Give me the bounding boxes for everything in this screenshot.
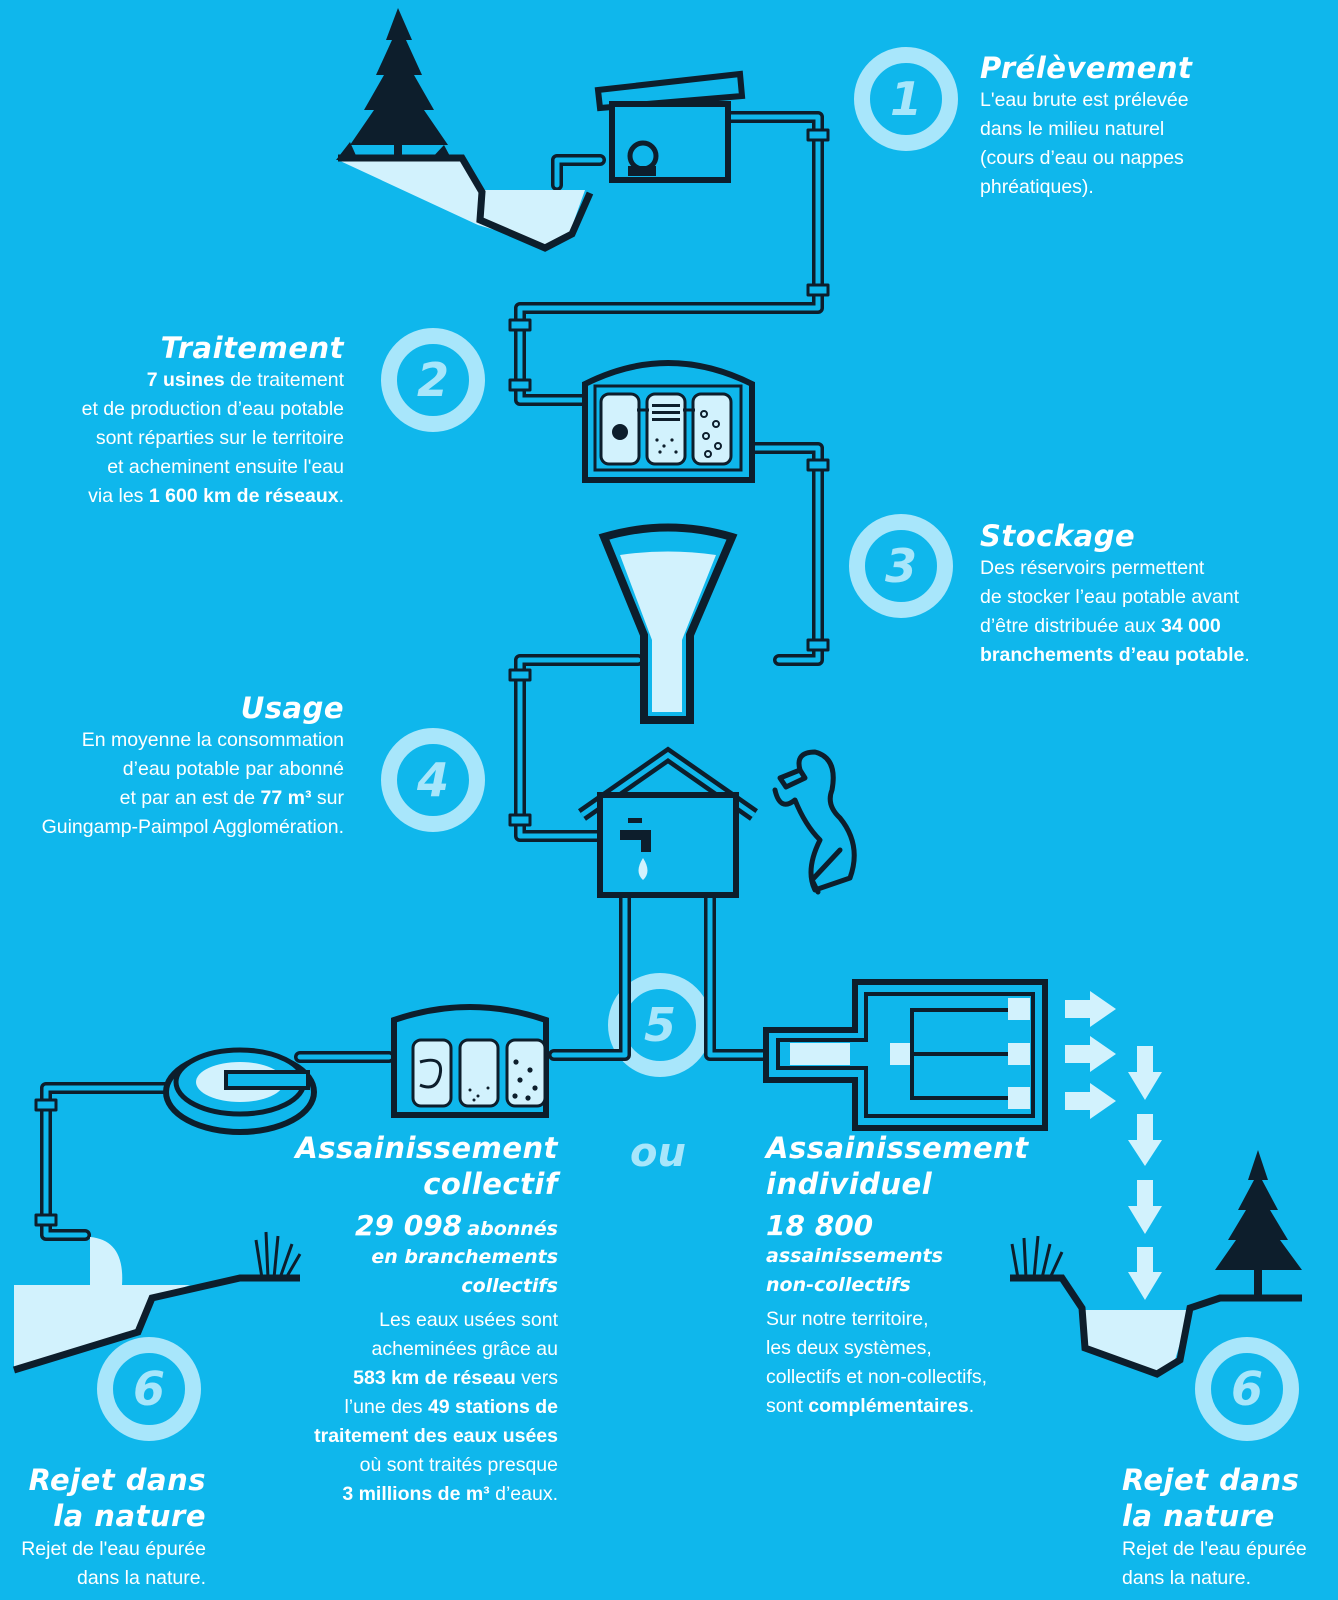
- step-6-left-circle: 6: [97, 1337, 201, 1441]
- collective-stat: 29 098 abonnés: [355, 1208, 558, 1242]
- step-6-right-title: la nature: [1122, 1499, 1275, 1534]
- step-5-number: 5: [644, 998, 676, 1052]
- step-3-text: Stockage Des réservoirs permettent de st…: [980, 518, 1320, 670]
- pump-house-icon: [594, 70, 746, 183]
- step-3-body: Des réservoirs permettent de stocker l’e…: [980, 557, 1250, 667]
- step-1-title: Prélèvement: [980, 51, 1193, 85]
- step-3-title: Stockage: [980, 519, 1136, 553]
- step-1-line: L'eau brute est prélevée: [980, 89, 1189, 112]
- right-grass-icon: [1010, 1235, 1064, 1279]
- individual-stat-line: assainissements: [766, 1245, 943, 1268]
- step-1-body: L'eau brute est prélevée dans le milieu …: [980, 86, 1310, 202]
- step-1-line: (cours d’eau ou nappes: [980, 147, 1184, 170]
- step-1-text: Prélèvement L'eau brute est prélevée dan…: [980, 50, 1310, 202]
- step-1-number: 1: [890, 72, 922, 126]
- water-drop-icon: [638, 858, 648, 880]
- individual-text: Assainissement individuel 18 800 assaini…: [766, 1130, 1066, 1421]
- fan-icon: [612, 424, 628, 440]
- collective-body: Les eaux usées sont acheminées grâce au …: [314, 1309, 558, 1505]
- step-3-number: 3: [885, 539, 917, 593]
- tap-icon: [620, 818, 651, 852]
- step-2-text: Traitement 7 usines de traitement et de …: [10, 330, 344, 511]
- house-tap-icon: [577, 746, 759, 898]
- step-4-title: Usage: [240, 691, 344, 725]
- right-discharge-lake: [1010, 1274, 1302, 1378]
- collective-title-line2: collectif: [423, 1167, 558, 1202]
- collective-text: Assainissement collectif 29 098 abonnés …: [256, 1130, 558, 1509]
- step-6-right-number: 6: [1231, 1362, 1263, 1416]
- step-3-circle: 3: [849, 514, 953, 618]
- step-4-circle: 4: [381, 728, 485, 832]
- step-6-left-body: Rejet de l'eau épurée dans la nature.: [21, 1537, 206, 1589]
- step-6-left-title: la nature: [53, 1499, 206, 1534]
- step-1-circle: 1: [854, 47, 958, 151]
- individual-title-line2: individuel: [766, 1167, 933, 1202]
- wastewater-station-icon: [391, 1004, 549, 1118]
- clarifier-icon: [163, 1047, 317, 1135]
- step-4-number: 4: [416, 753, 449, 807]
- step-4-body: En moyenne la consommation d’eau potable…: [41, 729, 344, 839]
- individual-title-line1: Assainissement: [766, 1131, 1029, 1165]
- collective-stat-line: en branchements: [371, 1246, 558, 1268]
- grass-icon: [254, 1231, 302, 1279]
- individual-stat-number: 18 800: [766, 1208, 874, 1242]
- step-2-circle: 2: [381, 328, 485, 432]
- step-2-body: 7 usines de traitement et de production …: [81, 369, 344, 508]
- step-6-right-title: Rejet dans: [1122, 1463, 1300, 1497]
- collective-stat-line: collectifs: [461, 1274, 558, 1297]
- individual-stat-line: non-collectifs: [766, 1273, 911, 1296]
- sand-layer: [652, 404, 680, 454]
- drinking-man-icon: [772, 749, 857, 895]
- step-6-left-title: Rejet dans: [28, 1463, 206, 1497]
- step-1-line: phréatiques).: [980, 176, 1094, 199]
- step-6-left-number: 6: [133, 1362, 165, 1416]
- water-tower-icon: [598, 523, 738, 724]
- right-fir-tree-icon: [1215, 1150, 1302, 1298]
- step-4-text: Usage En moyenne la consommation d’eau p…: [4, 690, 344, 842]
- bubbles: [700, 410, 722, 458]
- individual-body: Sur notre territoire, les deux systèmes,…: [766, 1308, 988, 1418]
- step-2-title: Traitement: [160, 331, 344, 365]
- step-6-right-text: Rejet dans la nature Rejet de l'eau épur…: [1122, 1462, 1336, 1593]
- step-1-line: dans le milieu naturel: [980, 118, 1165, 141]
- step-2-number: 2: [417, 353, 449, 407]
- or-label: ou: [630, 1130, 686, 1176]
- treatment-plant-icon: [582, 360, 755, 483]
- fir-tree-icon: [336, 8, 452, 160]
- source-lake: [338, 154, 594, 252]
- septic-tank-icon: [763, 979, 1048, 1131]
- collective-title-line1: Assainissement: [295, 1131, 558, 1165]
- left-discharge-river: [12, 1237, 300, 1374]
- flow-arrow-icon: [1065, 991, 1162, 1300]
- step-6-right-body: Rejet de l'eau épurée dans la nature.: [1122, 1537, 1307, 1589]
- step-6-right-circle: 6: [1195, 1337, 1299, 1441]
- step-6-left-text: Rejet dans la nature Rejet de l'eau épur…: [0, 1462, 206, 1593]
